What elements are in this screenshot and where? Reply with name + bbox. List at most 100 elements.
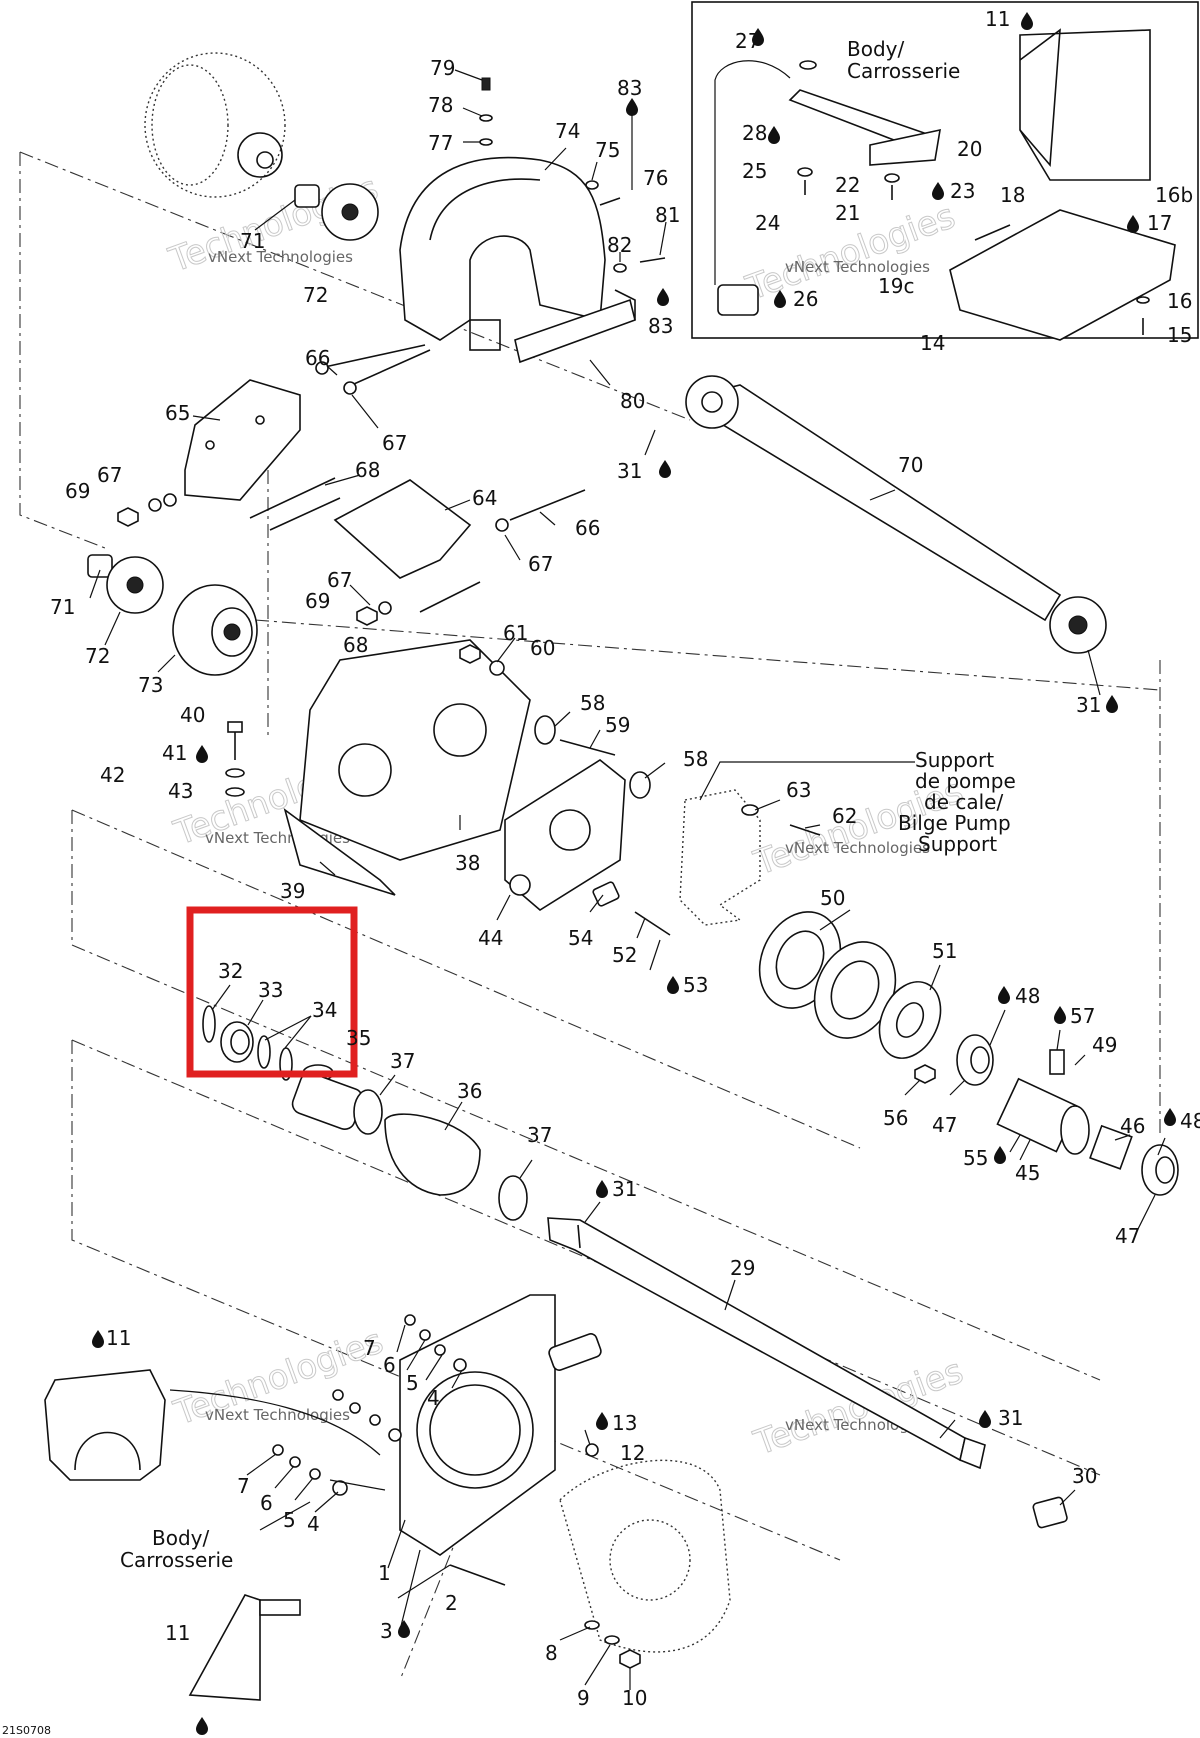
part-label: 67 [97, 463, 122, 487]
drop-icon [596, 1412, 608, 1430]
bilge-label-1: Support [915, 748, 994, 772]
callout-texts: Body/ Carrosserie Body/ Carrosserie Supp… [2, 37, 1016, 1737]
part-label: 4 [427, 1386, 440, 1410]
drop-icon [994, 1146, 1006, 1164]
engine-flywheel-outline [144, 52, 286, 198]
part-label: 52 [612, 943, 637, 967]
drop-icon [596, 1180, 608, 1198]
part-label: 16 [1167, 289, 1192, 313]
part-label: 24 [755, 211, 780, 235]
drop-icon [92, 1330, 104, 1348]
drop-icon [1054, 1006, 1066, 1024]
part-label: 60 [530, 636, 555, 660]
part-label: 22 [835, 173, 860, 197]
part-label: 81 [655, 203, 680, 227]
bilge-pump-support-outline [679, 789, 761, 926]
part-label: 46 [1120, 1114, 1145, 1138]
part-label: 82 [607, 233, 632, 257]
part-label: 39 [280, 879, 305, 903]
part-label: 30 [1072, 1464, 1097, 1488]
part-label: 51 [932, 939, 957, 963]
part-label: 14 [920, 331, 945, 355]
drop-icon [932, 182, 944, 200]
part-label: 44 [478, 926, 503, 950]
grease-fitting-49 [1049, 1049, 1065, 1075]
part-label: 31 [1076, 693, 1101, 717]
part-label: 58 [580, 691, 605, 715]
bilge-label-3: de cale/ [924, 790, 1003, 814]
part-label: 68 [355, 458, 380, 482]
part-label: 11 [985, 7, 1010, 31]
washers-4-7-top [332, 1314, 467, 1442]
part-label: 40 [180, 703, 205, 727]
part-label: 5 [406, 1371, 419, 1395]
drop-icon [196, 745, 208, 763]
bracket-11 [188, 1594, 301, 1701]
gasket-11 [44, 1369, 166, 1481]
part-label: 72 [85, 644, 110, 668]
drop-icon [398, 1620, 410, 1638]
part-label: 79 [430, 56, 455, 80]
drop-icon [752, 28, 764, 46]
part-label: 58 [683, 747, 708, 771]
part-label: 35 [346, 1026, 371, 1050]
part-label: 70 [898, 453, 923, 477]
part-label: 33 [258, 978, 283, 1002]
bilge-label-5: Support [918, 832, 997, 856]
part-label: 69 [305, 589, 330, 613]
part-label: 59 [605, 713, 630, 737]
part-label: 32 [218, 959, 243, 983]
inset-parts [714, 28, 1176, 341]
part-label: 61 [503, 621, 528, 645]
part-label: 48 [1180, 1109, 1200, 1133]
plate-64 [333, 479, 472, 579]
part-label: 11 [106, 1326, 131, 1350]
part-label: 43 [168, 779, 193, 803]
part-label: 47 [932, 1113, 957, 1137]
drop-icon [196, 1717, 208, 1735]
part-label: 5 [283, 1508, 296, 1532]
part-label: 67 [382, 431, 407, 455]
part-label: 7 [363, 1336, 376, 1360]
drop-markers [92, 12, 1176, 1735]
part-label: 41 [162, 741, 187, 765]
part-label: 67 [327, 568, 352, 592]
drop-icon [1021, 12, 1033, 30]
part-label: 77 [428, 131, 453, 155]
part-label: 7 [237, 1474, 250, 1498]
part-label: 17 [1147, 211, 1172, 235]
coupler-top [294, 183, 379, 241]
nut-56 [914, 1064, 936, 1084]
part-label: 37 [390, 1049, 415, 1073]
drive-shaft-70 [685, 375, 1107, 654]
drop-icon [626, 98, 638, 116]
part-label: 73 [138, 673, 163, 697]
part-label: 31 [617, 459, 642, 483]
part-label: 28 [742, 121, 767, 145]
part-label: 80 [620, 389, 645, 413]
drop-icon [657, 288, 669, 306]
part-label: 56 [883, 1106, 908, 1130]
drop-icon [1106, 695, 1118, 713]
body-leader-lower [259, 1479, 386, 1531]
part-label: 3 [380, 1619, 393, 1643]
part-label: 57 [1070, 1004, 1095, 1028]
spacers-68 [249, 477, 481, 613]
part-label: 27 [735, 29, 760, 53]
part-label: 10 [622, 1686, 647, 1710]
part-label: 34 [312, 998, 337, 1022]
part-label: 48 [1015, 984, 1040, 1008]
part-label: 37 [527, 1123, 552, 1147]
part-label: 9 [577, 1686, 590, 1710]
part-label: 2 [445, 1591, 458, 1615]
part-label: 49 [1092, 1033, 1117, 1057]
part-label: 29 [730, 1256, 755, 1280]
spacer-54-stud-52 [592, 881, 671, 936]
part-label: 54 [568, 926, 593, 950]
part-label: 20 [957, 137, 982, 161]
body-label-top-en: Body/ [847, 37, 904, 61]
watermark-company-4: vNext Technologies [785, 839, 930, 857]
part-label: 12 [620, 1441, 645, 1465]
part-label: 78 [428, 93, 453, 117]
